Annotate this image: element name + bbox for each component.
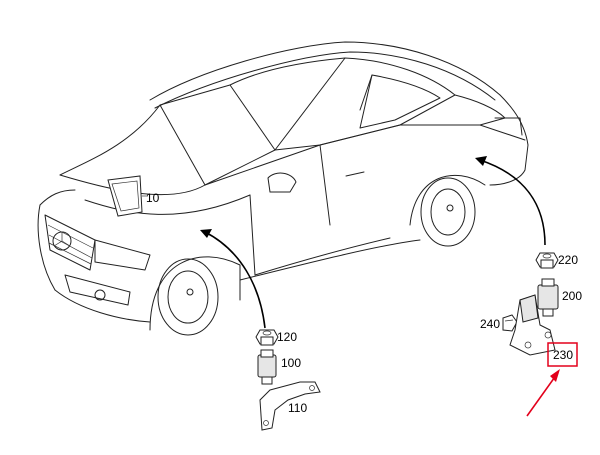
part-110-bracket[interactable] bbox=[259, 381, 321, 431]
part-10-control-module[interactable] bbox=[107, 175, 148, 217]
part-100-sensor[interactable] bbox=[257, 349, 277, 385]
part-240-clip[interactable] bbox=[502, 314, 518, 332]
brand-emblem-icon bbox=[52, 231, 72, 251]
callout-110: 110 bbox=[288, 401, 307, 415]
red-pointer-arrow bbox=[526, 369, 560, 417]
rear-arrow bbox=[475, 156, 546, 246]
callout-200: 200 bbox=[562, 289, 582, 303]
callout-240: 240 bbox=[480, 317, 500, 331]
highlight-callout-230[interactable]: 230 bbox=[547, 342, 578, 367]
front-arrow bbox=[200, 229, 266, 329]
part-230-bracket[interactable] bbox=[509, 294, 556, 356]
part-200-sensor[interactable] bbox=[537, 278, 559, 317]
callout-100: 100 bbox=[281, 356, 301, 370]
callout-120: 120 bbox=[277, 330, 297, 344]
callout-220: 220 bbox=[558, 253, 578, 267]
callout-230: 230 bbox=[553, 348, 573, 362]
part-220-nut[interactable] bbox=[535, 252, 559, 269]
part-120-nut[interactable] bbox=[255, 329, 279, 346]
callout-10: 10 bbox=[146, 191, 160, 205]
